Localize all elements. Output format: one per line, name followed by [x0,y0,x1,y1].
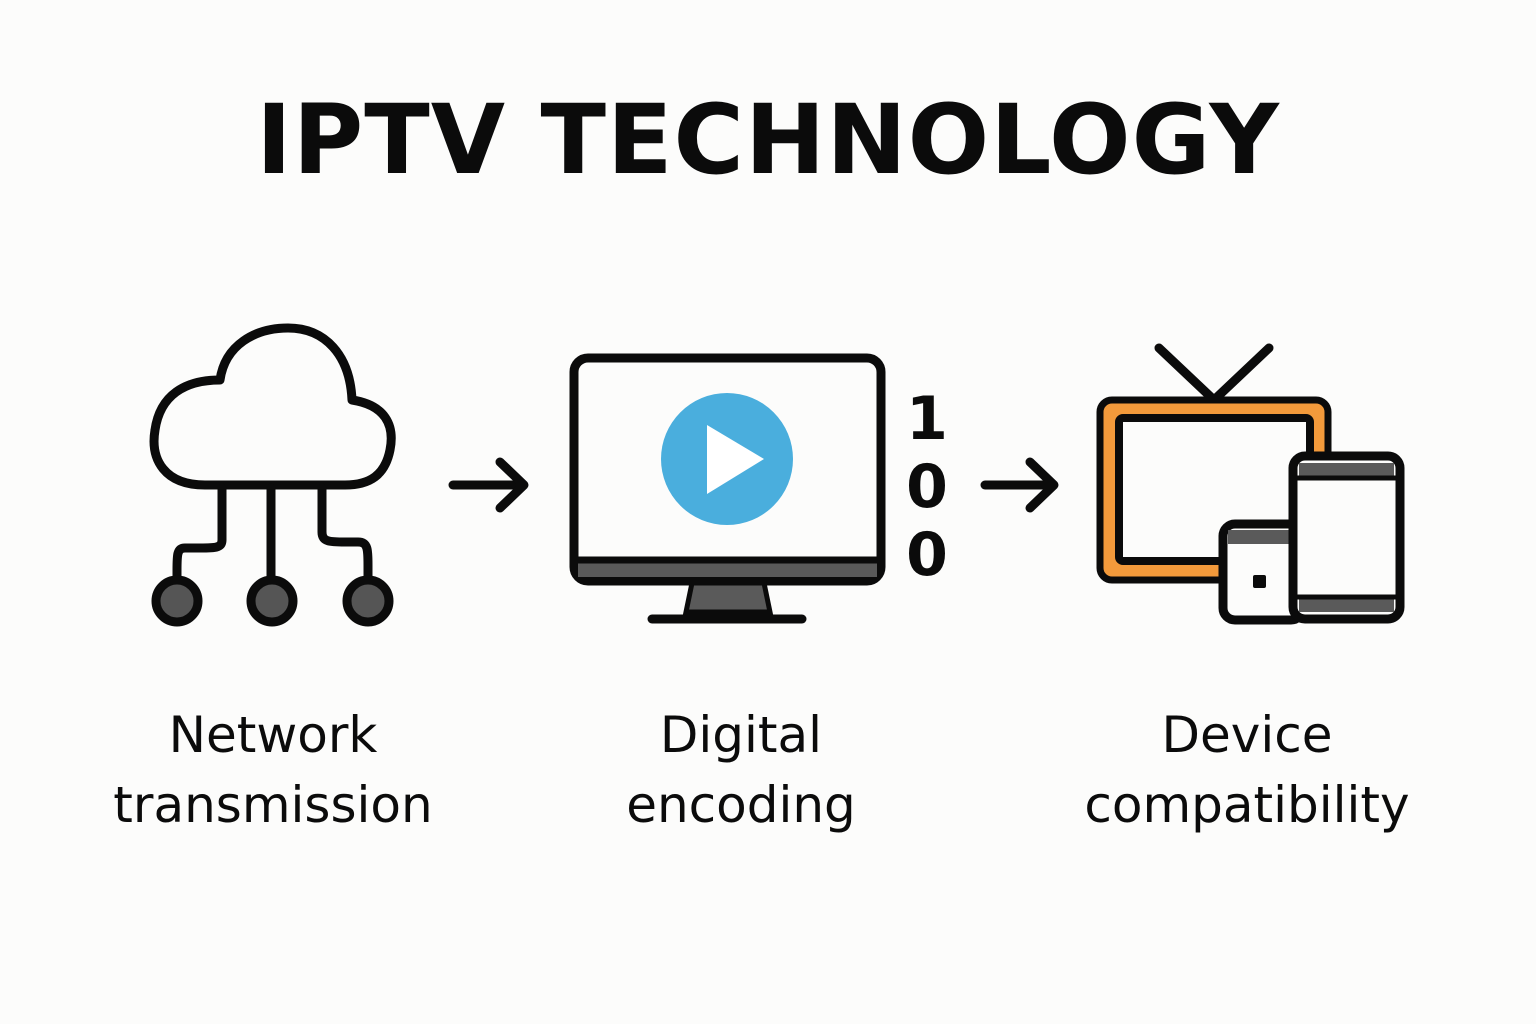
cloud-network-icon [149,323,396,627]
caption-line: transmission [113,776,433,834]
caption-line: Device [1161,706,1333,764]
caption-device-compatibility: Device compatibility [1037,700,1457,840]
caption-line: encoding [626,776,856,834]
binary-digit: 0 [906,520,948,590]
monitor-play-icon [569,353,886,624]
caption-line: Network [168,706,378,764]
caption-line: compatibility [1084,776,1410,834]
arrow-right-icon [448,457,529,513]
binary-digit: 0 [906,452,948,522]
caption-network-transmission: Network transmission [63,700,483,840]
caption-digital-encoding: Digital encoding [531,700,951,840]
binary-digits: 1 0 0 [902,385,952,589]
caption-line: Digital [659,706,823,764]
devices-icon [1096,343,1405,625]
arrow-right-icon [980,457,1059,513]
diagram-title: IPTV TECHNOLOGY [256,84,1280,196]
binary-digit: 1 [906,384,948,454]
